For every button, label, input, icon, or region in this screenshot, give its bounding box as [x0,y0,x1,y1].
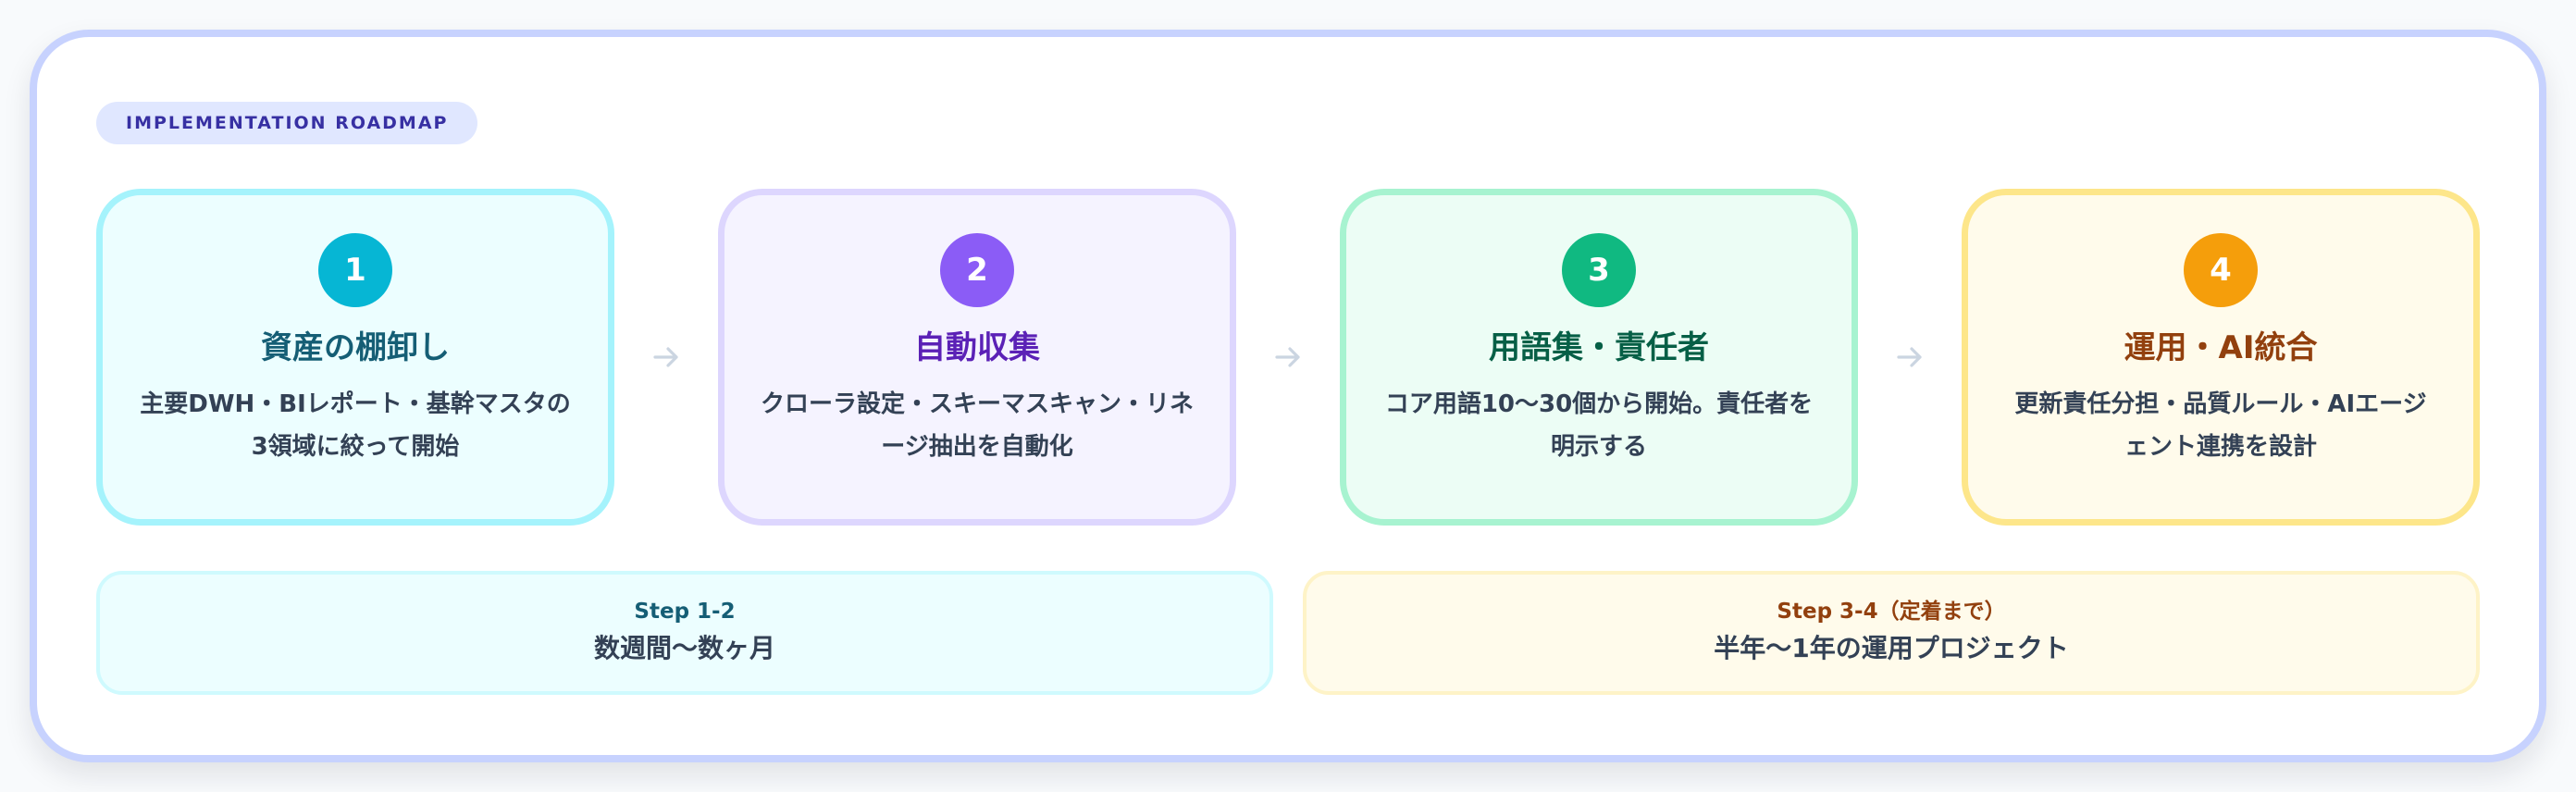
step-number-badge: 1 [318,233,392,307]
timeline-phase-duration: 半年〜1年の運用プロジェクト [1714,633,2069,663]
step-number: 2 [966,252,988,289]
section-badge-label: IMPLEMENTATION ROADMAP [126,113,449,133]
timeline-phase-duration: 数週間〜数ヶ月 [593,633,775,663]
step-description: クローラ設定・スキーマスキャン・リネージ抽出を自動化 [760,390,1194,461]
section-badge: IMPLEMENTATION ROADMAP [96,102,478,144]
step-title: 運用・AI統合 [2124,329,2318,366]
timeline: Step 1-2 数週間〜数ヶ月 Step 3-4（定着まで） 半年〜1年の運用… [96,571,2480,695]
step-flow: 1 資産の棚卸し 主要DWH・BIレポート・基幹マスタの3領域に絞って開始 2 … [96,189,2480,526]
roadmap-panel: IMPLEMENTATION ROADMAP 1 資産の棚卸し 主要DWH・BI… [30,30,2546,762]
step-card-2: 2 自動収集 クローラ設定・スキーマスキャン・リネージ抽出を自動化 [718,189,1236,526]
step-description: 主要DWH・BIレポート・基幹マスタの3領域に絞って開始 [140,390,571,461]
timeline-phase-label: Step 1-2 [634,600,736,624]
arrow-right-icon [614,339,718,376]
step-number-badge: 4 [2184,233,2258,307]
step-card-1: 1 資産の棚卸し 主要DWH・BIレポート・基幹マスタの3領域に絞って開始 [96,189,614,526]
timeline-phase-early: Step 1-2 数週間〜数ヶ月 [96,571,1273,695]
arrow-right-icon [1858,339,1962,376]
step-description: 更新責任分担・品質ルール・AIエージェント連携を設計 [2014,390,2427,461]
step-number: 1 [344,252,366,289]
step-card-3: 3 用語集・責任者 コア用語10〜30個から開始。責任者を明示する [1340,189,1858,526]
timeline-phase-label: Step 3-4（定着まで） [1777,600,2006,624]
step-number-badge: 2 [940,233,1014,307]
step-title: 用語集・責任者 [1489,329,1709,366]
step-number: 3 [1588,252,1610,289]
step-number: 4 [2210,252,2232,289]
step-description: コア用語10〜30個から開始。責任者を明示する [1384,390,1814,461]
timeline-phase-late: Step 3-4（定着まで） 半年〜1年の運用プロジェクト [1303,571,2480,695]
step-card-4: 4 運用・AI統合 更新責任分担・品質ルール・AIエージェント連携を設計 [1962,189,2480,526]
step-title: 自動収集 [914,329,1040,366]
arrow-right-icon [1236,339,1340,376]
step-number-badge: 3 [1562,233,1636,307]
step-title: 資産の棚卸し [261,329,450,366]
